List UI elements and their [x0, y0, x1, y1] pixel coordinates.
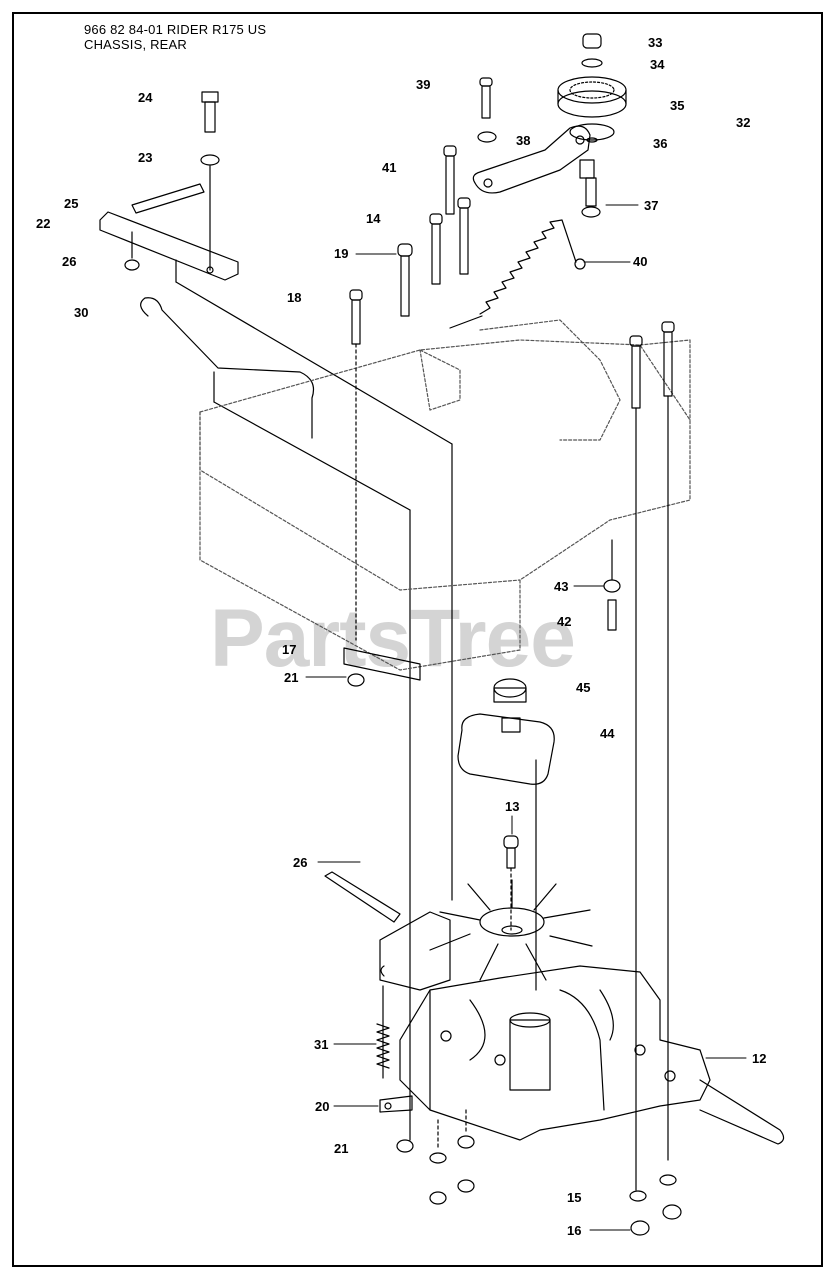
callout-21-lower: 21	[334, 1141, 349, 1156]
callout-21: 21	[284, 670, 299, 685]
callout-45: 45	[576, 680, 591, 695]
callout-32: 32	[736, 115, 751, 130]
callout-42: 42	[557, 614, 572, 629]
callout-26: 26	[62, 254, 77, 269]
idler-arm	[472, 77, 601, 218]
callout-20: 20	[315, 1099, 330, 1114]
callout-18: 18	[287, 290, 302, 305]
callout-40: 40	[633, 254, 648, 269]
watermark-text: PartsTree	[210, 593, 576, 684]
callout-22: 22	[36, 216, 51, 231]
chassis-frame	[199, 319, 691, 671]
bottom-hardware	[396, 1109, 682, 1236]
callout-25: 25	[64, 196, 79, 211]
vertical-bolts	[349, 145, 675, 1191]
callout-35: 35	[670, 98, 685, 113]
callout-37: 37	[644, 198, 659, 213]
callout-33: 33	[648, 35, 663, 50]
diagram-frame	[12, 12, 823, 1267]
model-title: 966 82 84-01 RIDER R175 US	[84, 22, 267, 37]
callout-24: 24	[138, 90, 153, 105]
callout-15: 15	[567, 1190, 582, 1205]
diagram-header: 966 82 84-01 RIDER R175 US CHASSIS, REAR	[84, 22, 266, 52]
callout-43: 43	[554, 579, 569, 594]
callout-13: 13	[505, 799, 520, 814]
section-title: CHASSIS, REAR	[84, 37, 188, 52]
spring-40	[449, 219, 586, 329]
leader-lines	[305, 204, 747, 1231]
transaxle	[324, 871, 785, 1145]
expansion-tank	[457, 678, 555, 991]
callout-38: 38	[516, 133, 531, 148]
callout-23: 23	[138, 150, 153, 165]
callout-39: 39	[416, 77, 431, 92]
control-rods	[140, 259, 453, 1141]
bracket-22	[99, 183, 239, 281]
callout-19: 19	[334, 246, 349, 261]
callout-14: 14	[366, 211, 381, 226]
small-parts-middle	[343, 539, 621, 687]
callout-36: 36	[653, 136, 668, 151]
callout-26-lower: 26	[293, 855, 308, 870]
callout-44: 44	[600, 726, 615, 741]
bolt-24	[200, 91, 220, 271]
spring-31	[376, 965, 413, 1113]
callout-41: 41	[382, 160, 397, 175]
bolt-13	[503, 835, 519, 931]
callout-31: 31	[314, 1037, 329, 1052]
callout-17: 17	[282, 642, 297, 657]
callout-30: 30	[74, 305, 89, 320]
callout-34: 34	[650, 57, 665, 72]
callout-12: 12	[752, 1051, 767, 1066]
pulley-assembly	[557, 33, 627, 143]
callout-16: 16	[567, 1223, 582, 1238]
